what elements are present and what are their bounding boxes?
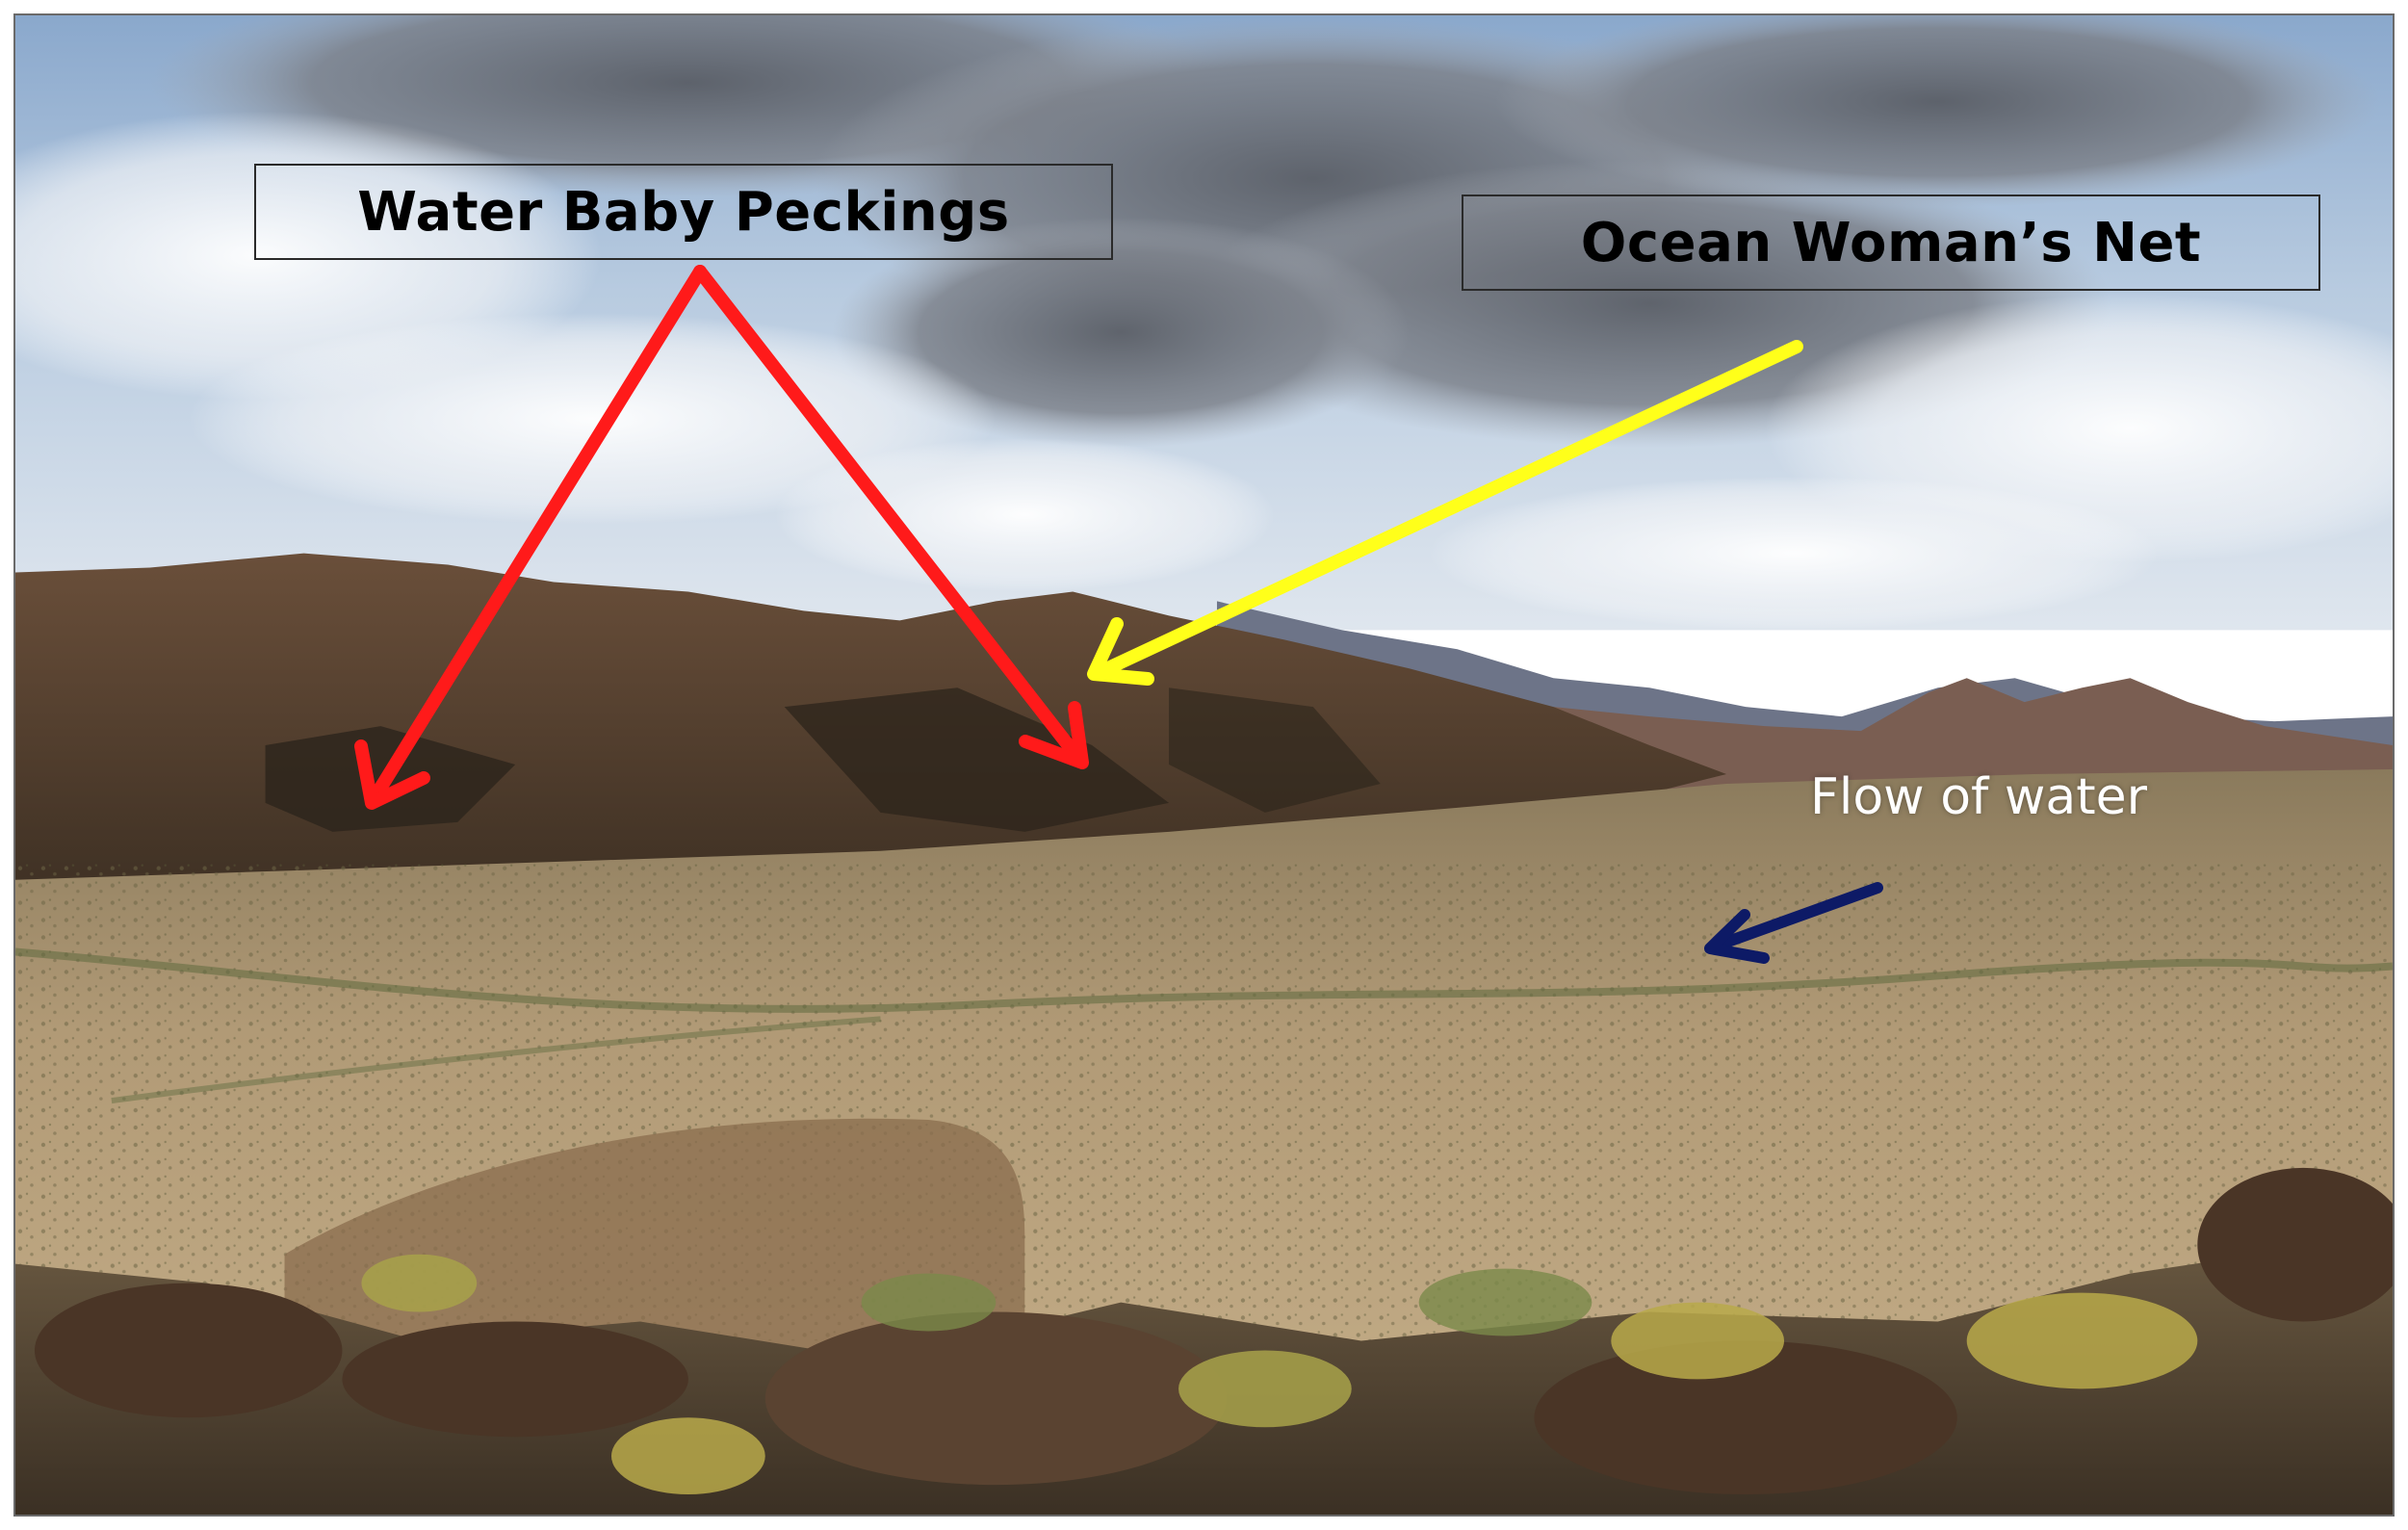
ocean-womans-net-callout: Ocean Woman’s Net: [1462, 194, 2320, 291]
water-baby-peckings-label: Water Baby Peckings: [357, 180, 1010, 244]
landscape-photo: [13, 13, 2395, 1517]
desert-landscape-scene: [15, 15, 2393, 1515]
water-baby-peckings-callout: Water Baby Peckings: [254, 164, 1113, 260]
ocean-womans-net-label: Ocean Woman’s Net: [1580, 211, 2202, 274]
flow-of-water-label: Flow of water: [1810, 768, 2148, 826]
